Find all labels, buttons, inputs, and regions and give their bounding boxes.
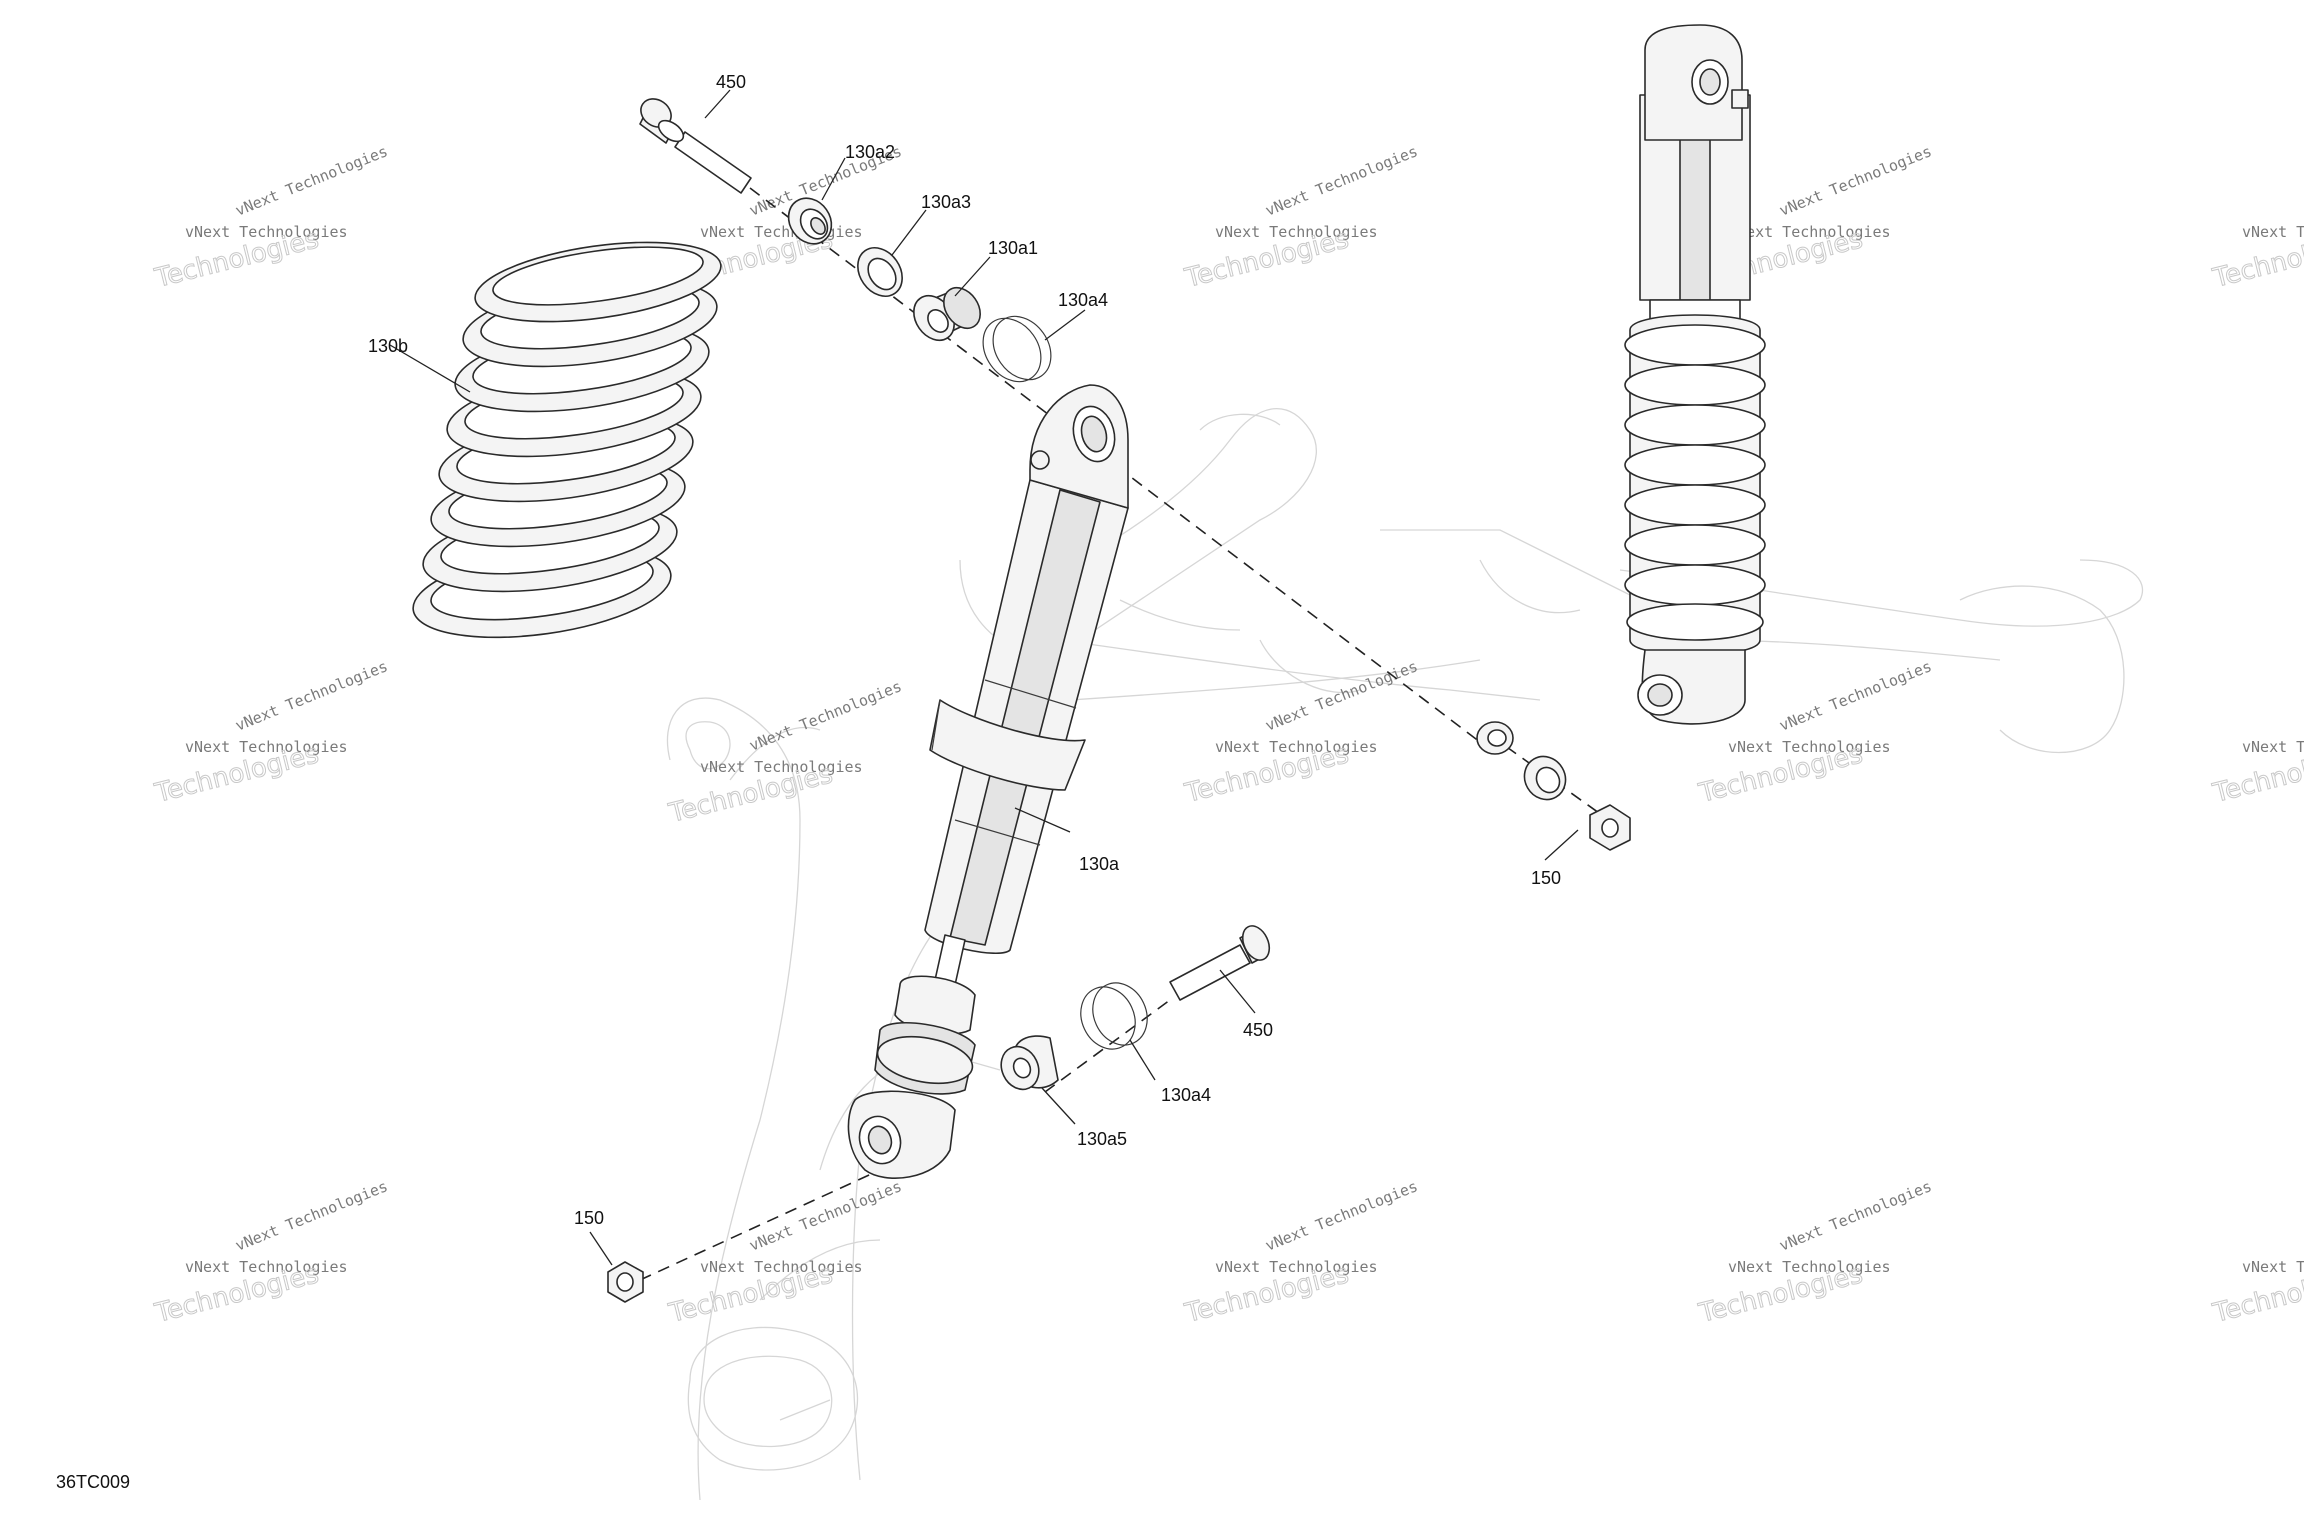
callout-labels: 450 130a2 130a3 130a1 130a4 130b 130a 15…	[368, 72, 1561, 1228]
svg-text:vNext Technologies: vNext Technologies	[2242, 223, 2304, 241]
svg-text:vNext Technologies: vNext Technologies	[2242, 1258, 2304, 1276]
svg-text:vNext Technologies: vNext Technologies	[2242, 738, 2304, 756]
right-flange-nut	[1476, 721, 1514, 755]
svg-text:vNext Technologies: vNext Technologies	[185, 223, 348, 241]
watermark: vNext Technologies Technologies	[2209, 738, 2304, 810]
watermark: vNext Technologies vNext Technologies Te…	[665, 677, 904, 829]
centerline-bottom	[639, 1169, 881, 1281]
watermark: vNext Technologies vNext Technologies Te…	[1695, 1177, 1934, 1329]
svg-text:vNext Technologies: vNext Technologies	[1263, 1177, 1420, 1255]
svg-text:vNext Technologies: vNext Technologies	[1728, 738, 1891, 756]
watermark: vNext Technologies vNext Technologies Te…	[151, 142, 390, 294]
svg-text:vNext Technologies: vNext Technologies	[1777, 142, 1934, 220]
svg-text:vNext Technologies: vNext Technologies	[1215, 1258, 1378, 1276]
svg-text:vNext Technologies: vNext Technologies	[233, 1177, 390, 1255]
svg-text:vNext Technologies: vNext Technologies	[1263, 142, 1420, 220]
svg-text:vNext Technologies: vNext Technologies	[747, 1177, 904, 1255]
callout-130a5: 130a5	[1077, 1129, 1127, 1149]
callout-bottom-bolt: 450	[1243, 1020, 1273, 1040]
figure-code: 36TC009	[56, 1472, 131, 1492]
watermark: vNext Technologies Technologies	[2209, 223, 2304, 295]
callout-150-right: 150	[1531, 868, 1561, 888]
svg-text:vNext Technologies: vNext Technologies	[185, 1258, 348, 1276]
centerline-right	[1489, 734, 1621, 829]
right-nut-150	[1589, 804, 1631, 851]
callout-130a1: 130a1	[988, 238, 1038, 258]
callout-130b: 130b	[368, 336, 408, 356]
right-washer	[1523, 755, 1567, 801]
svg-text:vNext Technologies: vNext Technologies	[1263, 657, 1420, 735]
assembled-shock	[1624, 24, 1766, 725]
callout-130a4-bottom: 130a4	[1161, 1085, 1211, 1105]
callout-130a3: 130a3	[921, 192, 971, 212]
watermark: vNext Technologies vNext Technologies Te…	[665, 1177, 904, 1329]
watermark: vNext Technologies vNext Technologies Te…	[1181, 142, 1420, 294]
svg-text:vNext Technologies: vNext Technologies	[700, 1258, 863, 1276]
coil-spring	[412, 241, 722, 639]
svg-text:vNext Technologies: vNext Technologies	[747, 677, 904, 755]
top-bolt	[639, 98, 752, 194]
svg-text:vNext Technologies: vNext Technologies	[1777, 657, 1934, 735]
callout-130a2: 130a2	[845, 142, 895, 162]
bottom-bolt	[1169, 925, 1271, 1001]
callout-150-left: 150	[574, 1208, 604, 1228]
svg-text:vNext Technologies: vNext Technologies	[1215, 738, 1378, 756]
svg-text:vNext Technologies: vNext Technologies	[1728, 223, 1891, 241]
callout-top-bolt: 450	[716, 72, 746, 92]
watermark: vNext Technologies vNext Technologies Te…	[1181, 657, 1420, 809]
svg-text:vNext Technologies: vNext Technologies	[233, 142, 390, 220]
svg-text:vNext Technologies: vNext Technologies	[185, 738, 348, 756]
svg-text:vNext Technologies: vNext Technologies	[700, 758, 863, 776]
callout-130a4-top: 130a4	[1058, 290, 1108, 310]
upper-retaining-ring	[982, 315, 1052, 383]
watermark: vNext Technologies vNext Technologies Te…	[1181, 1177, 1420, 1329]
watermark: vNext Technologies vNext Technologies Te…	[151, 657, 390, 809]
watermark: vNext Technologies vNext Technologies Te…	[151, 1177, 390, 1329]
watermark: vNext Technologies Technologies	[2209, 1258, 2304, 1330]
flange-washer	[787, 197, 833, 245]
left-nut-150	[607, 1261, 644, 1303]
upper-bushing	[913, 286, 981, 342]
svg-text:vNext Technologies: vNext Technologies	[1728, 1258, 1891, 1276]
centerline-lower	[1044, 999, 1171, 1093]
spacer-ring	[857, 247, 903, 297]
shock-absorber	[847, 384, 1129, 1179]
svg-text:vNext Technologies: vNext Technologies	[1215, 223, 1378, 241]
centerline-top	[749, 187, 1481, 743]
leader-lines	[389, 89, 1579, 1266]
ghost-frame	[666, 407, 2144, 1501]
callout-130a: 130a	[1079, 854, 1120, 874]
svg-text:vNext Technologies: vNext Technologies	[1777, 1177, 1934, 1255]
svg-text:vNext Technologies: vNext Technologies	[233, 657, 390, 735]
lower-retaining-ring	[1080, 982, 1148, 1050]
lower-bushing	[1000, 1035, 1059, 1091]
